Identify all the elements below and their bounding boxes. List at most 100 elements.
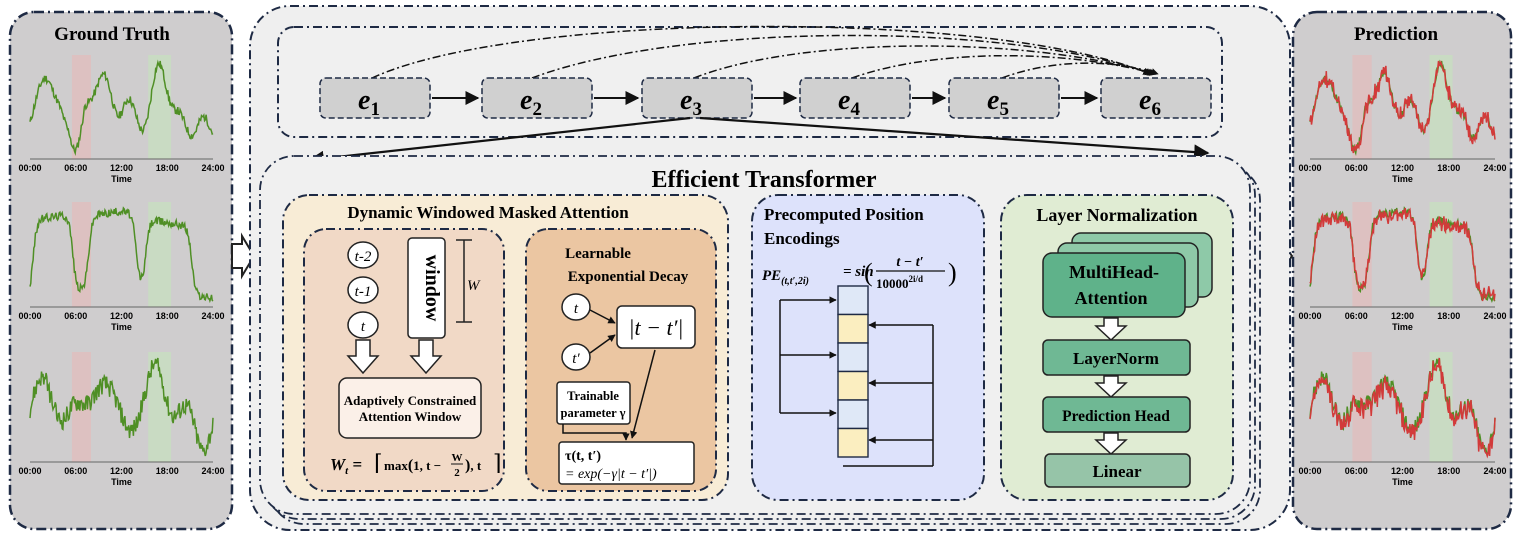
gt-tick-label: 00:00 bbox=[18, 466, 41, 476]
position-encoding-column bbox=[837, 285, 869, 458]
input-hollow-arrow bbox=[231, 232, 256, 280]
w-symbol: W bbox=[467, 278, 481, 294]
pred-x-axis-label: Time bbox=[1392, 322, 1413, 332]
window-formula-lhs: Wt = bbox=[330, 455, 362, 477]
window-formula-max: max(1, t − bbox=[384, 457, 441, 474]
e3-to-transformer-right-arrow bbox=[699, 116, 1210, 160]
gt-x-axis-label: Time bbox=[111, 322, 132, 332]
sequence-long-range-arcs bbox=[371, 25, 1159, 79]
position-formula-num: t − t′ bbox=[896, 255, 923, 270]
window-box-label: window bbox=[421, 255, 443, 322]
position-formula-den: 100002i/d bbox=[876, 274, 923, 291]
transformer-title: Efficient Transformer bbox=[651, 167, 876, 193]
gt-evening-peak-band bbox=[148, 202, 172, 307]
linear-box bbox=[1044, 453, 1191, 488]
position-formula-open-paren: ( bbox=[864, 258, 873, 287]
pred-tick-label: 18:00 bbox=[1437, 466, 1460, 476]
window-down-arrow bbox=[409, 339, 443, 375]
decay-t-label: t bbox=[574, 301, 579, 317]
gt-tick-label: 00:00 bbox=[18, 311, 41, 321]
window-formula-open-bracket: ⌈ bbox=[374, 450, 383, 475]
position-encoding-connectors bbox=[779, 296, 934, 467]
absdiff-to-tau-arrow bbox=[630, 349, 656, 439]
pred-tick-label: 06:00 bbox=[1345, 163, 1368, 173]
sequence-node-label-1: e1 bbox=[358, 85, 380, 120]
gt-x-axis-label: Time bbox=[111, 174, 132, 184]
position-title-line2: Encodings bbox=[764, 229, 840, 248]
pred-tick-label: 06:00 bbox=[1345, 466, 1368, 476]
pred-morning-peak-band bbox=[1352, 55, 1372, 159]
tau-box bbox=[558, 441, 695, 485]
sequence-node-label-3: e3 bbox=[680, 85, 702, 120]
position-encoding-cell bbox=[837, 399, 869, 430]
pred-ground-truth-line bbox=[1309, 59, 1496, 156]
decay-title-line1: Learnable bbox=[565, 246, 631, 262]
tau-line1: τ(t, t′) bbox=[565, 449, 601, 464]
decay-tprime-label: t′ bbox=[572, 351, 580, 367]
gt-x-axis-label: Time bbox=[111, 477, 132, 487]
pred-tick-label: 24:00 bbox=[1483, 163, 1506, 173]
window-box bbox=[407, 237, 446, 339]
pred-tick-label: 00:00 bbox=[1298, 311, 1321, 321]
position-formula-close-paren: ) bbox=[948, 258, 957, 287]
token-down-arrow bbox=[346, 339, 380, 375]
trainable-param-box bbox=[556, 381, 631, 425]
gt-tick-label: 24:00 bbox=[201, 466, 224, 476]
gt-evening-peak-band bbox=[148, 352, 172, 462]
gt-tick-label: 18:00 bbox=[156, 163, 179, 173]
gt-morning-peak-band bbox=[71, 352, 91, 462]
gt-morning-peak-band bbox=[71, 55, 91, 159]
pred-x-axis-label: Time bbox=[1392, 477, 1413, 487]
t-to-absdiff-arrow bbox=[589, 309, 616, 324]
sequence-node-2 bbox=[481, 77, 593, 119]
window-formula-frac-num: W bbox=[452, 452, 463, 464]
pred-prediction-line bbox=[1309, 207, 1496, 302]
gt-tick-label: 18:00 bbox=[156, 466, 179, 476]
pred-tick-label: 12:00 bbox=[1391, 466, 1414, 476]
window-subpanel bbox=[303, 228, 505, 492]
token-t-minus-1-label: t-1 bbox=[355, 284, 372, 300]
position-formula-lhs: PE(t,t′,2i) bbox=[762, 268, 809, 287]
abs-diff-box bbox=[616, 305, 696, 349]
arc-e5-e6 bbox=[1001, 62, 1159, 79]
sequence-node-label-2: e2 bbox=[520, 85, 542, 120]
token-t-node bbox=[347, 311, 379, 339]
layernorm-to-head-arrow bbox=[1094, 375, 1128, 399]
trainable-param-line1: Trainable bbox=[567, 389, 619, 403]
gt-ground-truth-line bbox=[29, 59, 214, 156]
gt-tick-label: 00:00 bbox=[18, 163, 41, 173]
pred-tick-label: 24:00 bbox=[1483, 466, 1506, 476]
head-to-linear-arrow bbox=[1094, 432, 1128, 456]
sequence-node-label-4: e4 bbox=[838, 85, 860, 120]
token-t-minus-1-node bbox=[347, 276, 379, 304]
trainable-param-line2: parameter γ bbox=[561, 406, 626, 420]
multihead-attention-box bbox=[1042, 252, 1186, 318]
gt-ground-truth-line bbox=[29, 206, 214, 304]
gt-tick-label: 24:00 bbox=[201, 163, 224, 173]
token-t-label: t bbox=[361, 319, 366, 335]
e3-to-transformer-left-arrow bbox=[308, 116, 691, 167]
pred-tick-label: 00:00 bbox=[1298, 466, 1321, 476]
window-formula-frac-den: 2 bbox=[454, 467, 460, 479]
position-encoding-cell bbox=[837, 285, 869, 316]
position-encoding-cell bbox=[837, 427, 869, 458]
pred-tick-label: 12:00 bbox=[1391, 163, 1414, 173]
param-to-tau-arrow bbox=[562, 424, 630, 441]
prediction-head-box bbox=[1042, 396, 1191, 433]
token-t-minus-2-label: t-2 bbox=[355, 249, 372, 265]
pred-x-axis-label: Time bbox=[1392, 174, 1413, 184]
gt-tick-label: 24:00 bbox=[201, 311, 224, 321]
position-encoding-cell bbox=[837, 342, 869, 373]
pred-tick-label: 12:00 bbox=[1391, 311, 1414, 321]
pred-evening-peak-band bbox=[1429, 352, 1453, 462]
mha-to-layernorm-arrow bbox=[1094, 317, 1128, 342]
dwma-title: Dynamic Windowed Masked Attention bbox=[347, 203, 629, 222]
decay-title-line2: Exponential Decay bbox=[568, 269, 689, 285]
